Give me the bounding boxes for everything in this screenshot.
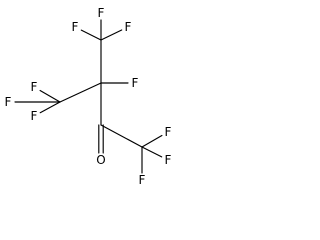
- atom-f10-label: F: [165, 125, 172, 139]
- atom-labels-layer: F F F F F F F O F F F: [5, 6, 172, 187]
- bond-c3-f4: [39, 89, 61, 103]
- bond-c1-f3: [100, 29, 123, 41]
- bond-c5-f10: [141, 134, 163, 148]
- atom-f7-label: F: [132, 76, 139, 90]
- bond-c3-f6: [39, 101, 61, 114]
- bond-c1-f1: [80, 29, 102, 41]
- atom-f3-label: F: [125, 20, 132, 34]
- atom-f6-label: F: [31, 109, 38, 123]
- bond-c2-c3: [59, 82, 102, 103]
- atom-f8-label: F: [165, 153, 172, 167]
- bond-c4-c5: [100, 124, 143, 148]
- bond-c5-f8: [141, 146, 163, 158]
- atom-f9-label: F: [139, 173, 146, 187]
- bonds-layer: [14, 19, 163, 174]
- atom-f1-label: F: [72, 20, 79, 34]
- atom-f5-label: F: [5, 95, 12, 109]
- structure-drawing: F F F F F F F O F F F: [5, 6, 172, 187]
- atom-o1-label: O: [96, 153, 105, 167]
- atom-f4-label: F: [31, 80, 38, 94]
- atom-f2-label: F: [98, 6, 105, 20]
